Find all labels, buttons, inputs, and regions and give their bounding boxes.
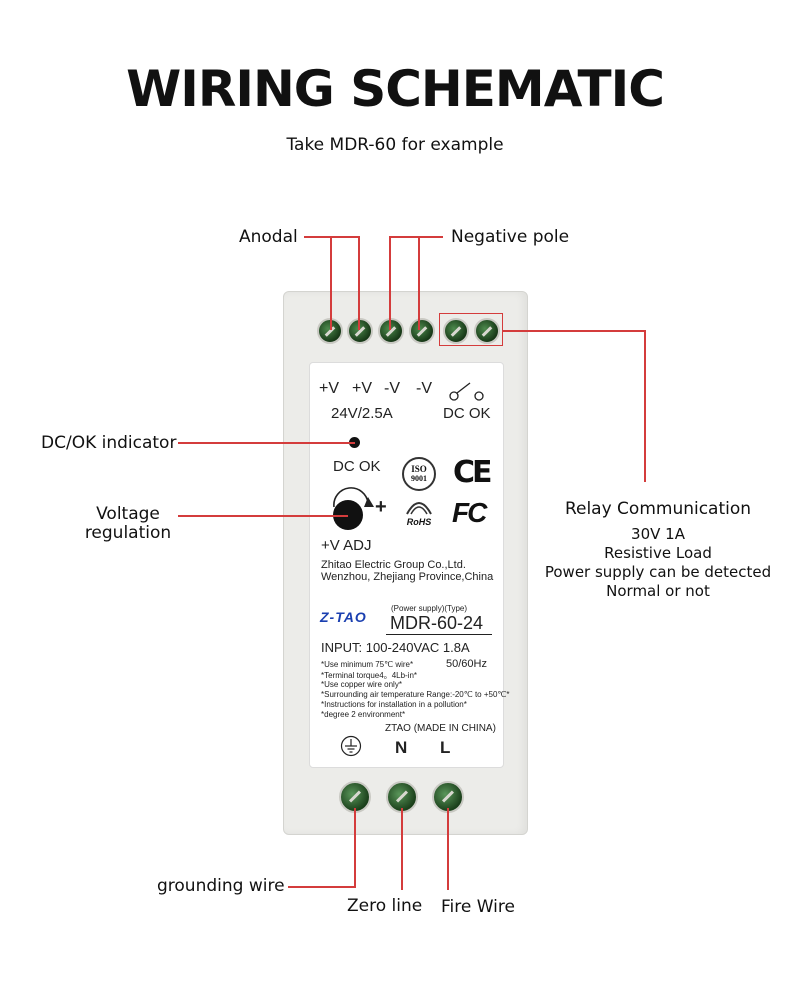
page-subtitle: Take MDR-60 for example [286, 135, 504, 155]
negative-pole-label: Negative pole [451, 227, 570, 247]
note-line: *Use copper wire only* [321, 680, 402, 689]
relay-spec-line: Power supply can be detected [544, 563, 772, 581]
adjust-arrow-icon [333, 487, 374, 508]
ce-mark: CE [453, 455, 492, 490]
adjust-plus-sign: + [375, 496, 387, 518]
type-caption: (Power supply)(Type) [391, 604, 468, 613]
model-number: MDR-60-24 [390, 613, 484, 633]
fire-wire-label: Fire Wire [441, 897, 515, 917]
terminal-label-4: -V [416, 380, 432, 397]
dc-ok-led-label: DC OK [333, 458, 381, 475]
made-in-label: ZTAO (MADE IN CHINA) [385, 723, 496, 734]
relay-leader-line [644, 330, 646, 482]
page-title: WIRING SCHEMATIC [126, 60, 665, 118]
negative-leader-line [389, 236, 443, 238]
rohs-icon: RoHS [401, 496, 437, 530]
anodal-label: Anodal [239, 227, 298, 247]
note-line: *Surrounding air temperature Range:-20℃ … [321, 690, 510, 699]
input-spec: INPUT: 100-240VAC 1.8A [321, 640, 470, 655]
negative-leader-line [389, 236, 391, 330]
ground-leader-line [354, 808, 356, 887]
line-label: L [440, 738, 451, 757]
terminal-label-3: -V [384, 380, 400, 397]
company-line-1: Zhitao Electric Group Co.,Ltd. [321, 559, 466, 571]
device-label-panel [309, 362, 504, 768]
anodal-leader-line [358, 236, 360, 330]
relay-spec-line: Normal or not [606, 582, 710, 600]
rating-text: 24V/2.5A [331, 405, 393, 422]
company-line-2: Wenzhou, Zhejiang Province,China [321, 571, 494, 583]
terminal-label-2: +V [352, 380, 373, 397]
terminal-minus-v-2 [409, 318, 435, 344]
relay-switch-icon [449, 382, 484, 401]
ground-symbol-icon [340, 735, 362, 757]
anodal-leader-line [330, 236, 332, 330]
terminal-relay-1 [443, 318, 469, 344]
grounding-wire-label: grounding wire [157, 876, 285, 896]
neutral-label: N [395, 738, 408, 757]
iso-number: 9001 [411, 474, 427, 483]
adj-label: +V ADJ [321, 537, 372, 554]
dcok-leader-line [178, 442, 355, 444]
relay-highlight-box [439, 313, 503, 346]
relay-communication-title: Relay Communication [564, 499, 752, 519]
terminal-plus-v-2 [347, 318, 373, 344]
model-underline [386, 634, 492, 635]
relay-leader-line [503, 330, 645, 332]
note-line: *Use minimum 75℃ wire* [321, 660, 414, 669]
rohs-text: RoHS [406, 517, 432, 527]
voltage-regulation-leader-line [178, 515, 348, 517]
dc-ok-top-label: DC OK [443, 405, 491, 422]
frequency-spec: 50/60Hz [446, 658, 487, 670]
note-line: *Terminal torque4。4Lb-in* [321, 671, 418, 680]
negative-leader-line [418, 236, 420, 330]
relay-spec-line: Resistive Load [604, 544, 712, 562]
brand-logo: Z-TAO [320, 609, 367, 625]
zero-line-label: Zero line [347, 896, 423, 916]
note-line: *Instructions for installation in a poll… [321, 700, 467, 709]
iso-seal-icon: ISO 9001 [402, 457, 436, 491]
terminal-minus-v-1 [378, 318, 404, 344]
voltage-regulation-label-line1: Voltage [96, 504, 160, 524]
note-line: *degree 2 environment* [321, 710, 406, 719]
terminal-label-1: +V [319, 380, 340, 397]
voltage-regulation-label-line2: regulation [84, 523, 172, 543]
ground-leader-line [288, 886, 356, 888]
fire-wire-leader-line [447, 808, 449, 890]
iso-text: ISO [411, 464, 427, 474]
dcok-indicator-label: DC/OK indicator [41, 433, 177, 453]
fcc-mark: FC [452, 497, 487, 528]
relay-spec-line: 30V 1A [631, 525, 685, 543]
zero-line-leader-line [401, 808, 403, 890]
terminal-relay-2 [474, 318, 500, 344]
